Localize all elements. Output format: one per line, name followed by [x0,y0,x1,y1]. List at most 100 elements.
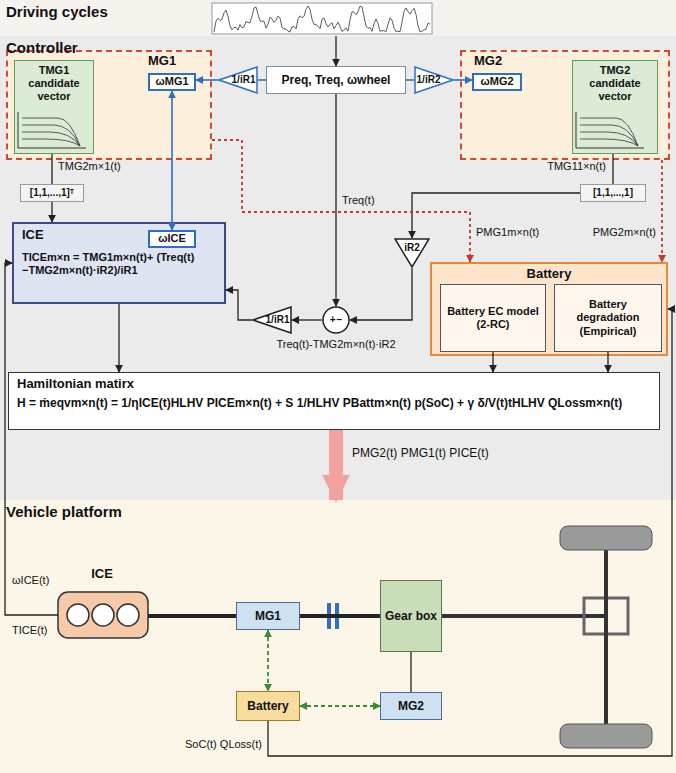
connector [492,352,493,372]
request-box: Preq, Treq, ωwheel [266,66,406,94]
edge-label-holder: PMG2(t) PMG1(t) PICE(t) [352,446,552,460]
node-text: Controller [6,39,78,57]
vector-box: [1,1,...,1] [580,184,646,202]
connector [335,36,336,66]
edge-label: PMG2(t) PMG1(t) PICE(t) [352,446,552,460]
cylinder [67,604,89,626]
triangle-outline [415,67,453,93]
connector [148,614,236,618]
candidate-plots [18,112,644,148]
node-text: ICE [91,566,113,582]
candidate-box: TMG1 candidate vector [14,60,94,154]
node-text: 1/iR2 [417,74,441,86]
edge-label-holder: Treq(t) [342,194,402,207]
node-text: Preq, Treq, ωwheel [282,73,391,87]
band: Driving cycles [0,0,676,36]
connector [51,154,52,184]
node-text: ωMG1 [155,75,188,88]
candidate-curve [22,118,80,146]
candidate-curve [580,118,638,146]
node-text: iR2 [404,242,420,254]
gain-triangle: iR2 [394,238,430,268]
edge-label: Treq(t) [342,194,402,207]
edge-label-holder: SoC(t) QLoss(t) [120,738,262,751]
clutch-plate [327,603,331,629]
node-text: H = ṁeqvm×n(t) = 1/ηICE(t)HLHV PICEm×n(t… [17,396,622,410]
signal-label: ωICE(t) [12,574,49,587]
edge-label: Treq(t)-TMG2m×n(t)·iR2 [236,338,436,351]
node-text: TMG1 candidate vector [18,64,90,104]
battery-box: BatteryBattery EC model (2-RC)Battery de… [430,262,668,356]
axle [604,550,608,724]
candidate-box: TMG2 candidate vector [572,60,658,154]
plot-axes [576,112,644,148]
edge-label-holder: PMG1m×n(t) [476,226,556,239]
driving-cycle-trace [214,6,430,32]
connector [335,94,336,306]
engine-symbol: ICE [52,566,152,640]
connector [118,304,119,372]
engine-block [58,592,148,638]
edge-label: TMG11×n(t) [496,160,606,173]
edge-label: TMG2m×1(t) [58,160,148,173]
label-holder: TICE(t) [12,624,47,637]
edge-label-holder: TMG2m×1(t) [58,160,148,173]
node-text: ωMG2 [480,75,513,88]
edge-label-holder: PMG2m×n(t) [562,226,656,239]
node-text: [1,1,...,1]ᵀ [30,187,74,199]
connector [267,630,269,691]
triangle-outline [219,67,257,93]
gain-triangle: 1/iR1 [218,66,258,94]
connector [5,263,58,615]
node-text: Driving cycles [6,3,108,21]
motor-box: MG1TMG1 candidate vector ωMG1 [6,50,212,160]
node-text: Battery degradation (Empirical) [558,298,658,338]
clutch-symbol [327,603,339,629]
node-text: − [337,314,343,326]
engine-box: ICETICEm×n = TMG1m×n(t)+ (Treq(t)−TMG2m×… [12,222,226,304]
connector [292,319,322,320]
node-text: Battery [247,699,288,713]
band: Vehicle platformICE MG1 Gear boxMG2 Battery [0,500,676,773]
connector [329,430,343,500]
node-text: MG1 [148,53,176,69]
node-text: MG2 [474,53,502,69]
node-text: Vehicle platform [6,503,122,521]
component-box: MG2 [380,692,442,720]
drive-shaft [442,614,606,618]
connector [171,91,173,230]
node-text: Gear box [385,609,437,623]
node-text: 1/iR1 [232,74,256,86]
node-text: ωICE [158,232,186,245]
label-holder: ωICE(t) [12,574,49,587]
cylinder [92,604,114,626]
connector [661,160,663,262]
edge-label-holder: TMG11×n(t) [496,160,606,173]
edge-label-holder: Treq(t)-TMG2m×n(t)·iR2 [236,338,436,351]
node-text: [1,1,...,1] [593,187,633,199]
node-heading: ICE [22,227,44,243]
candidate-curve [580,125,638,146]
wheel [560,526,652,550]
speed-box: ωMG1 [148,73,196,91]
clutch-plate [335,603,339,629]
connector [300,614,380,618]
node-text: TMG2 candidate vector [576,64,654,104]
speed-box: ωMG2 [472,73,522,91]
gain-triangle: 1/iR2 [414,66,454,94]
edge-label: PMG2m×n(t) [562,226,656,239]
connector [268,309,672,756]
triangle-outline [395,239,429,267]
node-text: MG1 [255,609,281,623]
node-text: MG2 [398,699,424,713]
wheel [560,724,652,748]
connector [410,652,411,692]
circle-outline [323,307,349,333]
driving-cycle-plot [212,3,432,34]
component-box: Gear box [380,580,442,652]
summing-junction: +− [322,306,350,334]
candidate-curve [580,139,638,146]
hamiltonian-box: Hamiltonian matirxH = ṁeqvm×n(t) = 1/ηIC… [8,372,660,430]
connector [258,79,266,81]
candidate-curve [22,132,80,146]
